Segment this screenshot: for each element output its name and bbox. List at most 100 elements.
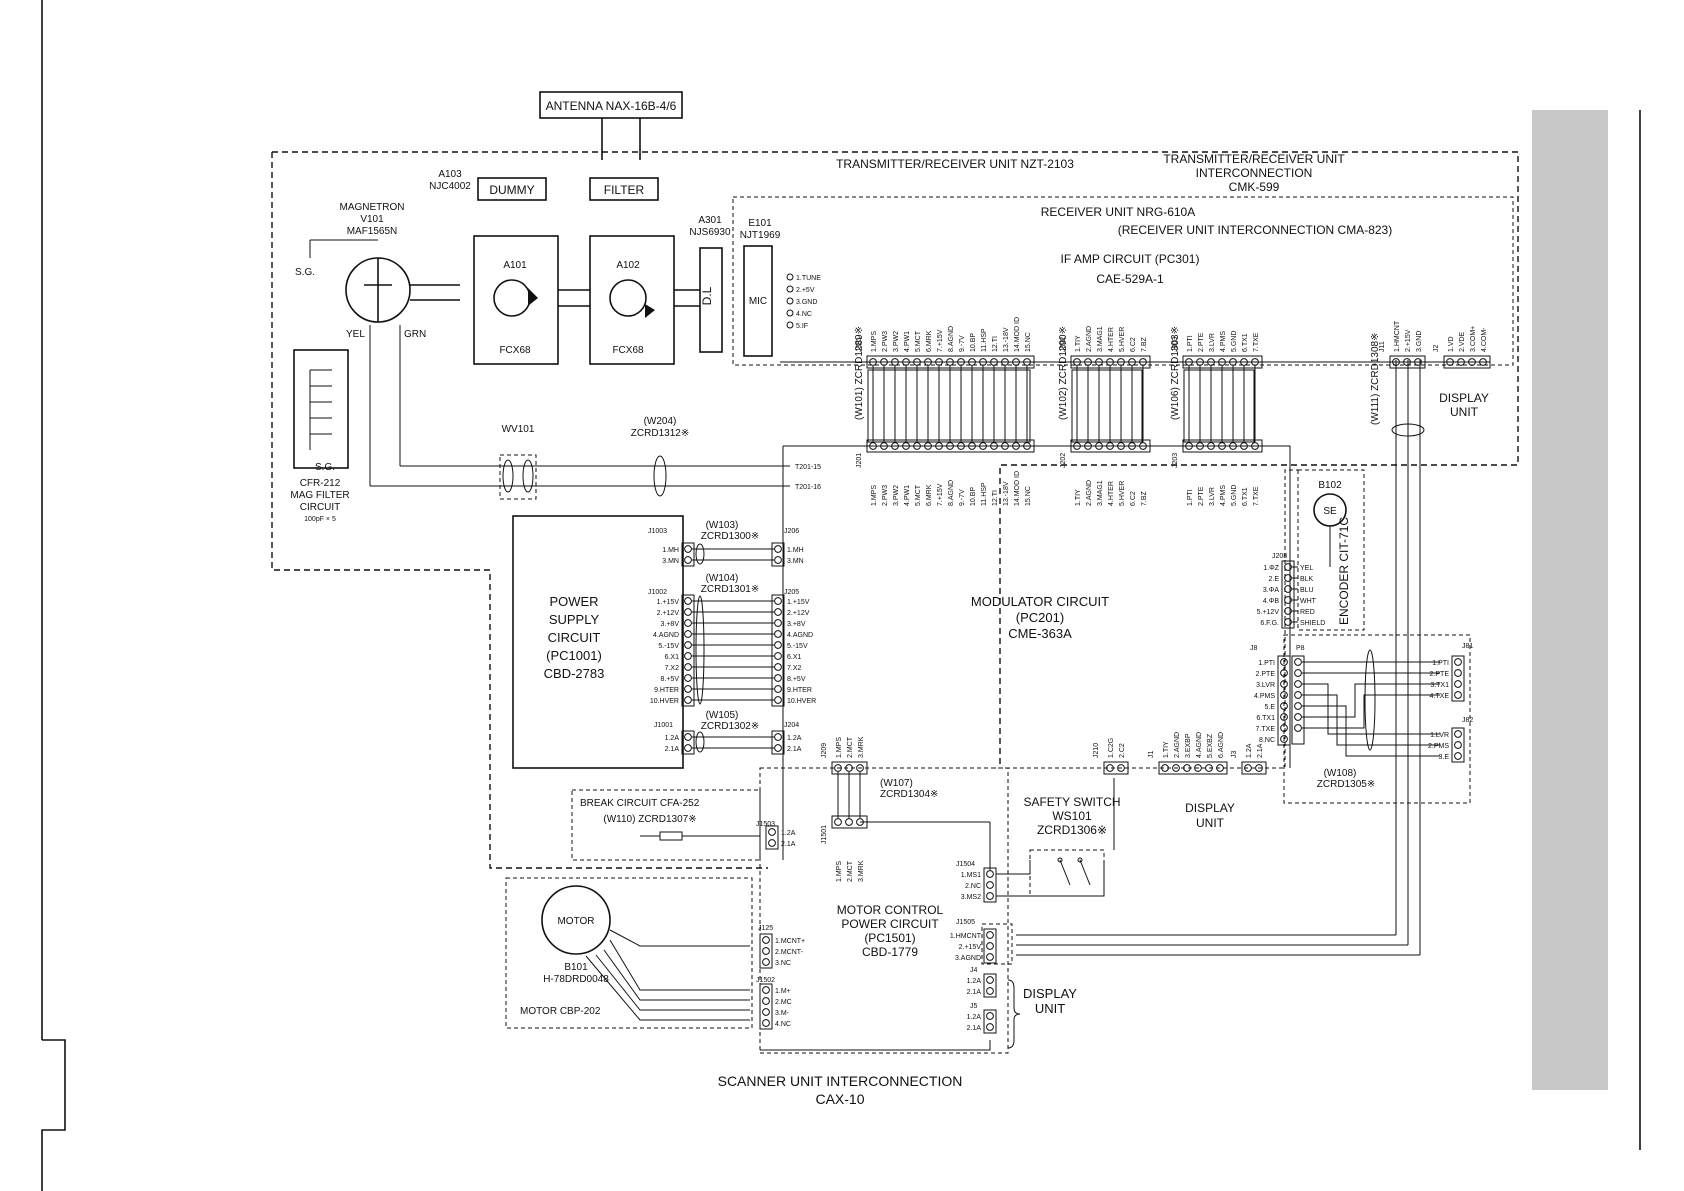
cable-w103-label: (W103) [706,520,739,531]
modulator-pc: (PC201) [1016,610,1064,625]
j303-pin-2 [1196,358,1204,366]
power-supply-box [512,515,684,769]
j1502-pin-1 [762,986,770,994]
j1002-pin-label-2: 2.+12V [657,610,680,617]
j8-pin-label-7: 7.TXE [1256,726,1276,733]
cable-w204-label: (W204) [644,416,677,427]
j208-pin-label-6: 6.F.G. [1260,620,1279,627]
j8-pin-label-3: 3.LVR [1256,682,1275,689]
motor-control-line4: CBD-1779 [862,945,918,959]
j301-pin-13 [1001,358,1009,366]
j11-pin-label-1: 1.HMCNT [1394,320,1401,352]
j3-pin-label-2: 2.1A [1257,743,1264,758]
j1505-housing [983,928,997,964]
j81-pin-1 [1454,658,1462,666]
j205-pin-label-3: 3.+8V [787,621,806,628]
j206-pin-label-1: 1.MH [787,547,804,554]
j205-pin-label-2: 2.+12V [787,610,810,617]
magnetron-label: MAGNETRON [340,202,405,213]
j4-name: J4 [970,967,978,974]
j301-pin-9 [957,358,965,366]
j210-pin-label-1: 1.C2G [1108,738,1115,758]
j82-pin-3 [1454,752,1462,760]
j3-pin-2 [1255,764,1263,772]
j301-pin-11 [979,358,987,366]
display-unit-1-line2: UNIT [1450,405,1479,419]
j1002-housing [681,594,695,707]
j1002-pin-7 [684,663,692,671]
j301-pin-label-9: 9.-7V [959,335,966,352]
j1-pin-2 [1172,764,1180,772]
j1503-pin-label-1: 1.2A [781,830,796,837]
j1502-pin-4 [762,1019,770,1027]
j81-pin-label-2: 2.PTE [1430,671,1450,678]
j82-pin-1 [1454,730,1462,738]
j3-pin-1 [1244,764,1252,772]
j1001-name: J1001 [654,722,673,729]
j302-name: J302 [1060,337,1067,352]
display-unit-3-line1: DISPLAY [1023,986,1077,1001]
j2-housing [1443,355,1491,369]
mag-filter-line1: CFR-212 [300,478,341,489]
j1-pin-label-6: 6.AGND [1218,732,1225,758]
j8-pin-label-5: 5.E [1264,704,1275,711]
j208-pin-label-1: 1.ΦZ [1263,565,1279,572]
j1-name: J1 [1148,751,1155,759]
j303-pin-4 [1218,358,1226,366]
mag-filter-sg: S.G. [315,462,335,473]
j210-pin-label-2: 2.C2 [1119,743,1126,758]
cable-w107-label: (W107) [880,778,913,789]
txrx-unit-title: TRANSMITTER/RECEIVER UNIT NZT-2103 [836,157,1074,171]
j301-pin-label-6: 6.MRK [926,330,933,352]
j301-pin-label-10: 10.BP [970,333,977,352]
scanner-title: SCANNER UNIT INTERCONNECTION [718,1073,963,1089]
j1501-pin-label-3: 3.MRK [858,860,865,882]
j202-pin-label-2: 2.AGND [1086,480,1093,506]
cable-w103-part: ZCRD1300※ [701,531,759,542]
j209-pin-label-2: 2.MCT [847,736,854,758]
j1002-pin-label-5: 5.-15V [658,643,679,650]
j4-pin-1 [986,976,994,984]
j206-pin-1 [774,545,782,553]
encoder-wire-6: SHIELD [1300,620,1325,627]
j203-pin-label-5: 5.GND [1231,485,1238,506]
j205-pin-label-4: 4.AGND [787,632,813,639]
j206-pin-label-2: 3.MN [787,558,804,565]
side-tab [1532,110,1608,1090]
j2-pin-label-2: 2.VDE [1459,331,1466,352]
power-supply-line2: SUPPLY [549,612,600,627]
j201-pin-label-14: 14.MOD ID [1014,471,1021,506]
encoder-wire-1: YEL [1300,565,1313,572]
j8-pin-6 [1280,713,1288,721]
mic-pin-4: 4.NC [796,311,812,318]
j82-name: J82 [1462,717,1473,724]
j303-pin-label-3: 3.LVR [1209,333,1216,352]
j301-pin-10 [968,358,976,366]
j1002-pin-label-7: 7.X2 [665,665,680,672]
j3-pin-label-1: 1.2A [1246,743,1253,758]
display-unit-2-line2: UNIT [1196,816,1225,830]
j301-pin-label-2: 2.PW3 [882,331,889,352]
j302-pin-5 [1117,358,1125,366]
power-supply-line5: CBD-2783 [544,666,605,681]
power-supply-line3: CIRCUIT [548,630,601,645]
j81-pin-label-1: 1.PTI [1432,660,1449,667]
j201-pin-label-10: 10.BP [970,487,977,506]
cable-w204-part: ZCRD1312※ [631,428,689,439]
j1505-pin-label-3: 3.AGND [955,955,981,962]
j2-pin-label-3: 3.COM+ [1470,326,1477,352]
motor-symbol [541,885,611,955]
j302-pin-3 [1095,358,1103,366]
j302-pin-7 [1139,358,1147,366]
j1003-pin-label-1: 1.MH [662,547,679,554]
j301-pin-label-1: 1.MPS [871,331,878,352]
j1002-pin-label-1: 1.+15V [657,599,680,606]
